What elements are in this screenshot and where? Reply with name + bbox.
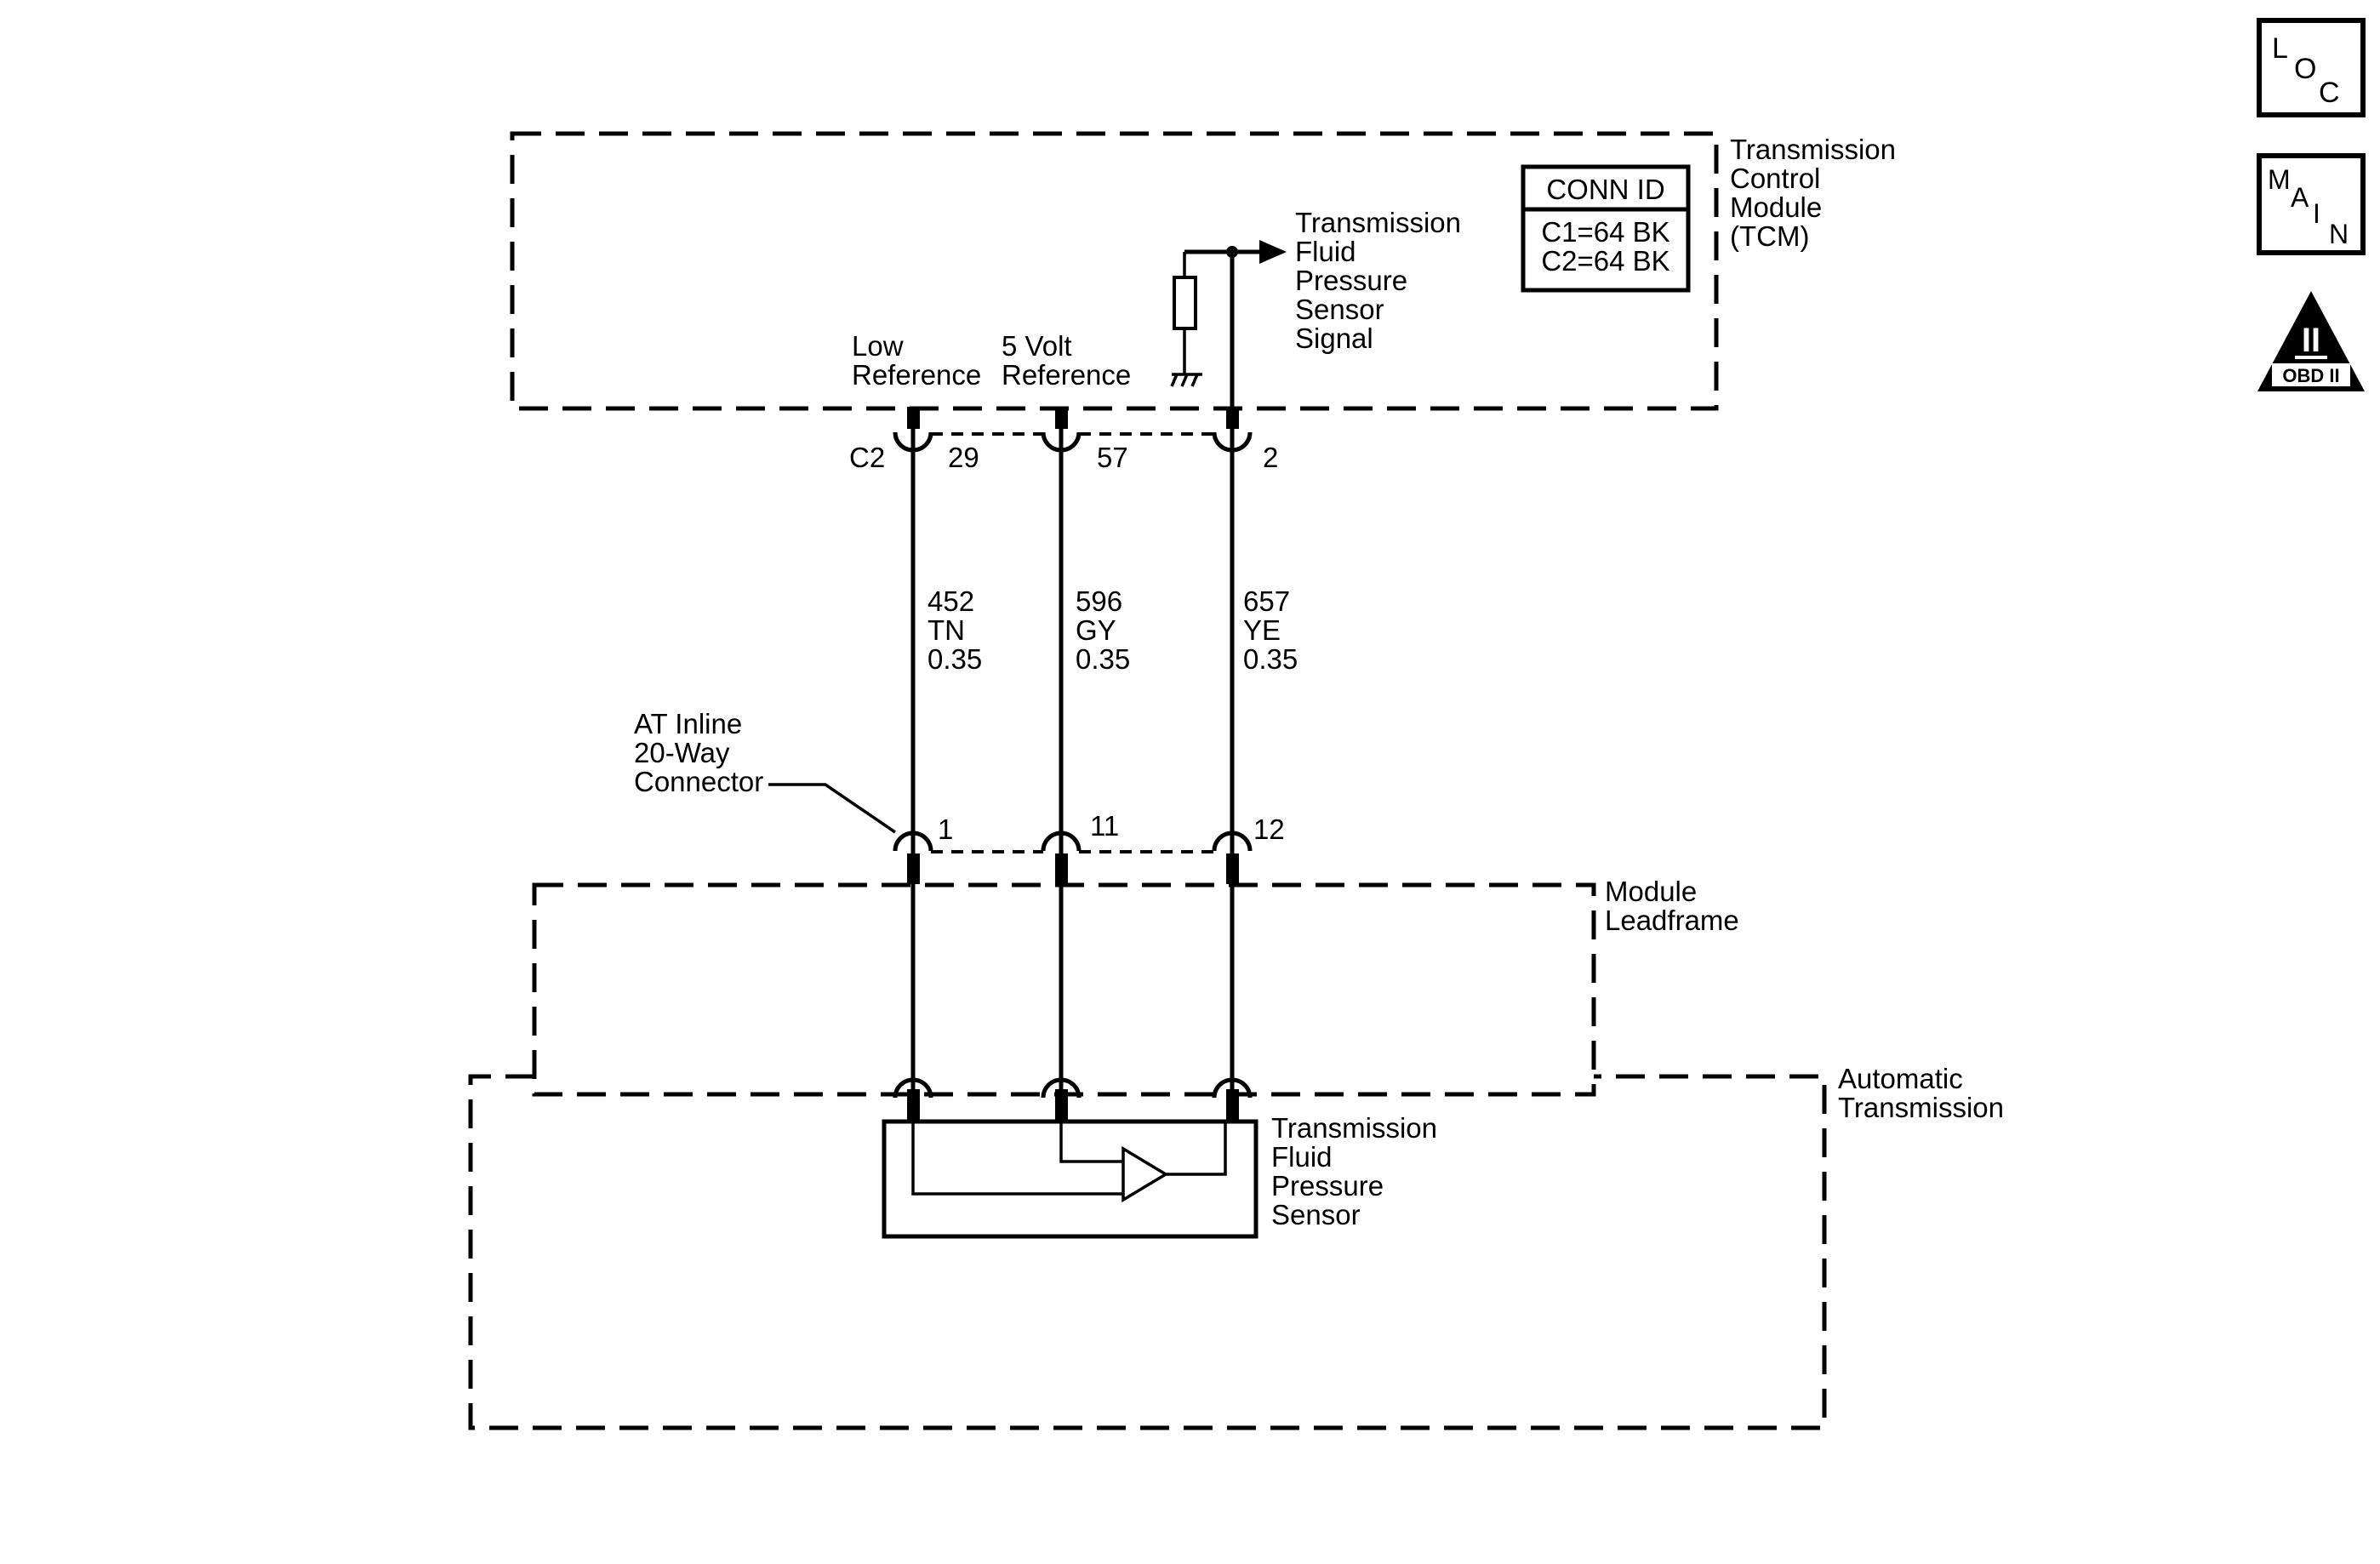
tcm-label-line-2: Control	[1730, 163, 1820, 194]
tcm-c2-connector: C2 29 57 2	[849, 407, 1278, 473]
inline-pin-1: 1	[938, 813, 953, 845]
signal-label-line-4: Sensor	[1295, 294, 1384, 325]
inline-label-line-1: AT Inline	[634, 708, 742, 739]
main-letter-m: M	[2268, 164, 2291, 195]
pressure-sensor: Transmission Fluid Pressure Sensor	[882, 1112, 1437, 1239]
tcm-pin-2: 2	[1263, 442, 1278, 473]
conn-id-box: CONN ID C1=64 BK C2=64 BK	[1521, 164, 1691, 293]
five-volt-label-line-1: 5 Volt	[1002, 330, 1072, 362]
tcm-module: Transmission Control Module (TCM)	[510, 131, 1896, 411]
loc-icon[interactable]: L O C	[2257, 18, 2366, 117]
sensor-label-line-1: Transmission	[1271, 1112, 1437, 1144]
obd-ii-icon[interactable]: II OBD II	[2257, 291, 2365, 391]
tcm-label-line-4: (TCM)	[1730, 220, 1809, 252]
main-letter-a: A	[2291, 182, 2309, 213]
ground-icon	[1170, 373, 1202, 387]
loc-letter-l: L	[2272, 32, 2288, 65]
inline-label-line-3: Connector	[634, 766, 763, 797]
conn-id-c2: C2=64 BK	[1541, 245, 1669, 277]
loc-letter-c: C	[2319, 77, 2340, 109]
five-volt-label-line-2: Reference	[1002, 359, 1131, 391]
leadframe-label-line-2: Leadframe	[1605, 905, 1739, 936]
main-letter-n: N	[2329, 219, 2349, 249]
signal-label-line-2: Fluid	[1295, 236, 1356, 267]
main-letter-i: I	[2313, 198, 2320, 229]
wire-1-circuit: 452	[927, 585, 974, 617]
wire-2-color: GY	[1076, 614, 1116, 646]
obd-label: OBD II	[2282, 365, 2339, 386]
signal-label-line-5: Signal	[1295, 323, 1373, 354]
transmission-boundary	[468, 1074, 1827, 1430]
inline-label-line-2: 20-Way	[634, 737, 730, 768]
wire-1-gauge: 0.35	[927, 643, 982, 675]
tcm-pin-29: 29	[948, 442, 979, 473]
sensor-label-line-4: Sensor	[1271, 1199, 1361, 1230]
wire-labels: 452 TN 0.35 596 GY 0.35 657 YE 0.35	[927, 585, 1298, 675]
sensor-label-line-3: Pressure	[1271, 1170, 1384, 1202]
sensor-body	[882, 1119, 1258, 1239]
amplifier-icon	[1122, 1145, 1169, 1203]
tcm-label-line-1: Transmission	[1730, 134, 1896, 165]
obd-roman-numeral: II	[2302, 322, 2320, 359]
pullup-resistor	[1173, 276, 1197, 330]
wire-2-gauge: 0.35	[1076, 643, 1130, 675]
transmission-label-line-2: Transmission	[1838, 1092, 2004, 1123]
inline-pin-12: 12	[1253, 813, 1285, 845]
loc-letter-o: O	[2294, 53, 2316, 85]
inline-leader-line	[768, 783, 896, 834]
sensor-connector	[893, 1077, 1253, 1122]
tcm-connector-name: C2	[849, 442, 885, 473]
conn-id-c1: C1=64 BK	[1541, 216, 1669, 248]
tcm-pin-57: 57	[1097, 442, 1128, 473]
low-ref-label-line-2: Reference	[852, 359, 981, 391]
main-icon[interactable]: M A I N	[2257, 153, 2366, 255]
wire-1-color: TN	[927, 614, 965, 646]
tcm-signal-circuit: Transmission Fluid Pressure Sensor Signa…	[1170, 207, 1461, 408]
conn-id-title: CONN ID	[1546, 174, 1664, 205]
signal-arrow-icon	[1259, 240, 1287, 264]
sensor-label-line-2: Fluid	[1271, 1141, 1333, 1173]
wires	[910, 408, 1235, 1093]
inline-connector: AT Inline 20-Way Connector 1 11 12	[634, 708, 1285, 884]
signal-label-line-3: Pressure	[1295, 265, 1407, 296]
leadframe-module: Module Leadframe	[532, 876, 1739, 1097]
transmission-label-line-1: Automatic	[1838, 1063, 1963, 1094]
leadframe-label-line-1: Module	[1605, 876, 1697, 907]
wire-2-circuit: 596	[1076, 585, 1122, 617]
leadframe-boundary	[532, 882, 1596, 1097]
inline-pin-11: 11	[1090, 810, 1119, 842]
wire-3-color: YE	[1243, 614, 1281, 646]
wire-3-gauge: 0.35	[1243, 643, 1298, 675]
wire-3-circuit: 657	[1243, 585, 1290, 617]
signal-label-line-1: Transmission	[1295, 207, 1461, 238]
low-ref-label-line-1: Low	[852, 330, 904, 362]
junction-dot	[1226, 246, 1238, 258]
tcm-label-line-3: Module	[1730, 191, 1822, 223]
transmission-module: Automatic Transmission	[468, 1063, 2004, 1430]
